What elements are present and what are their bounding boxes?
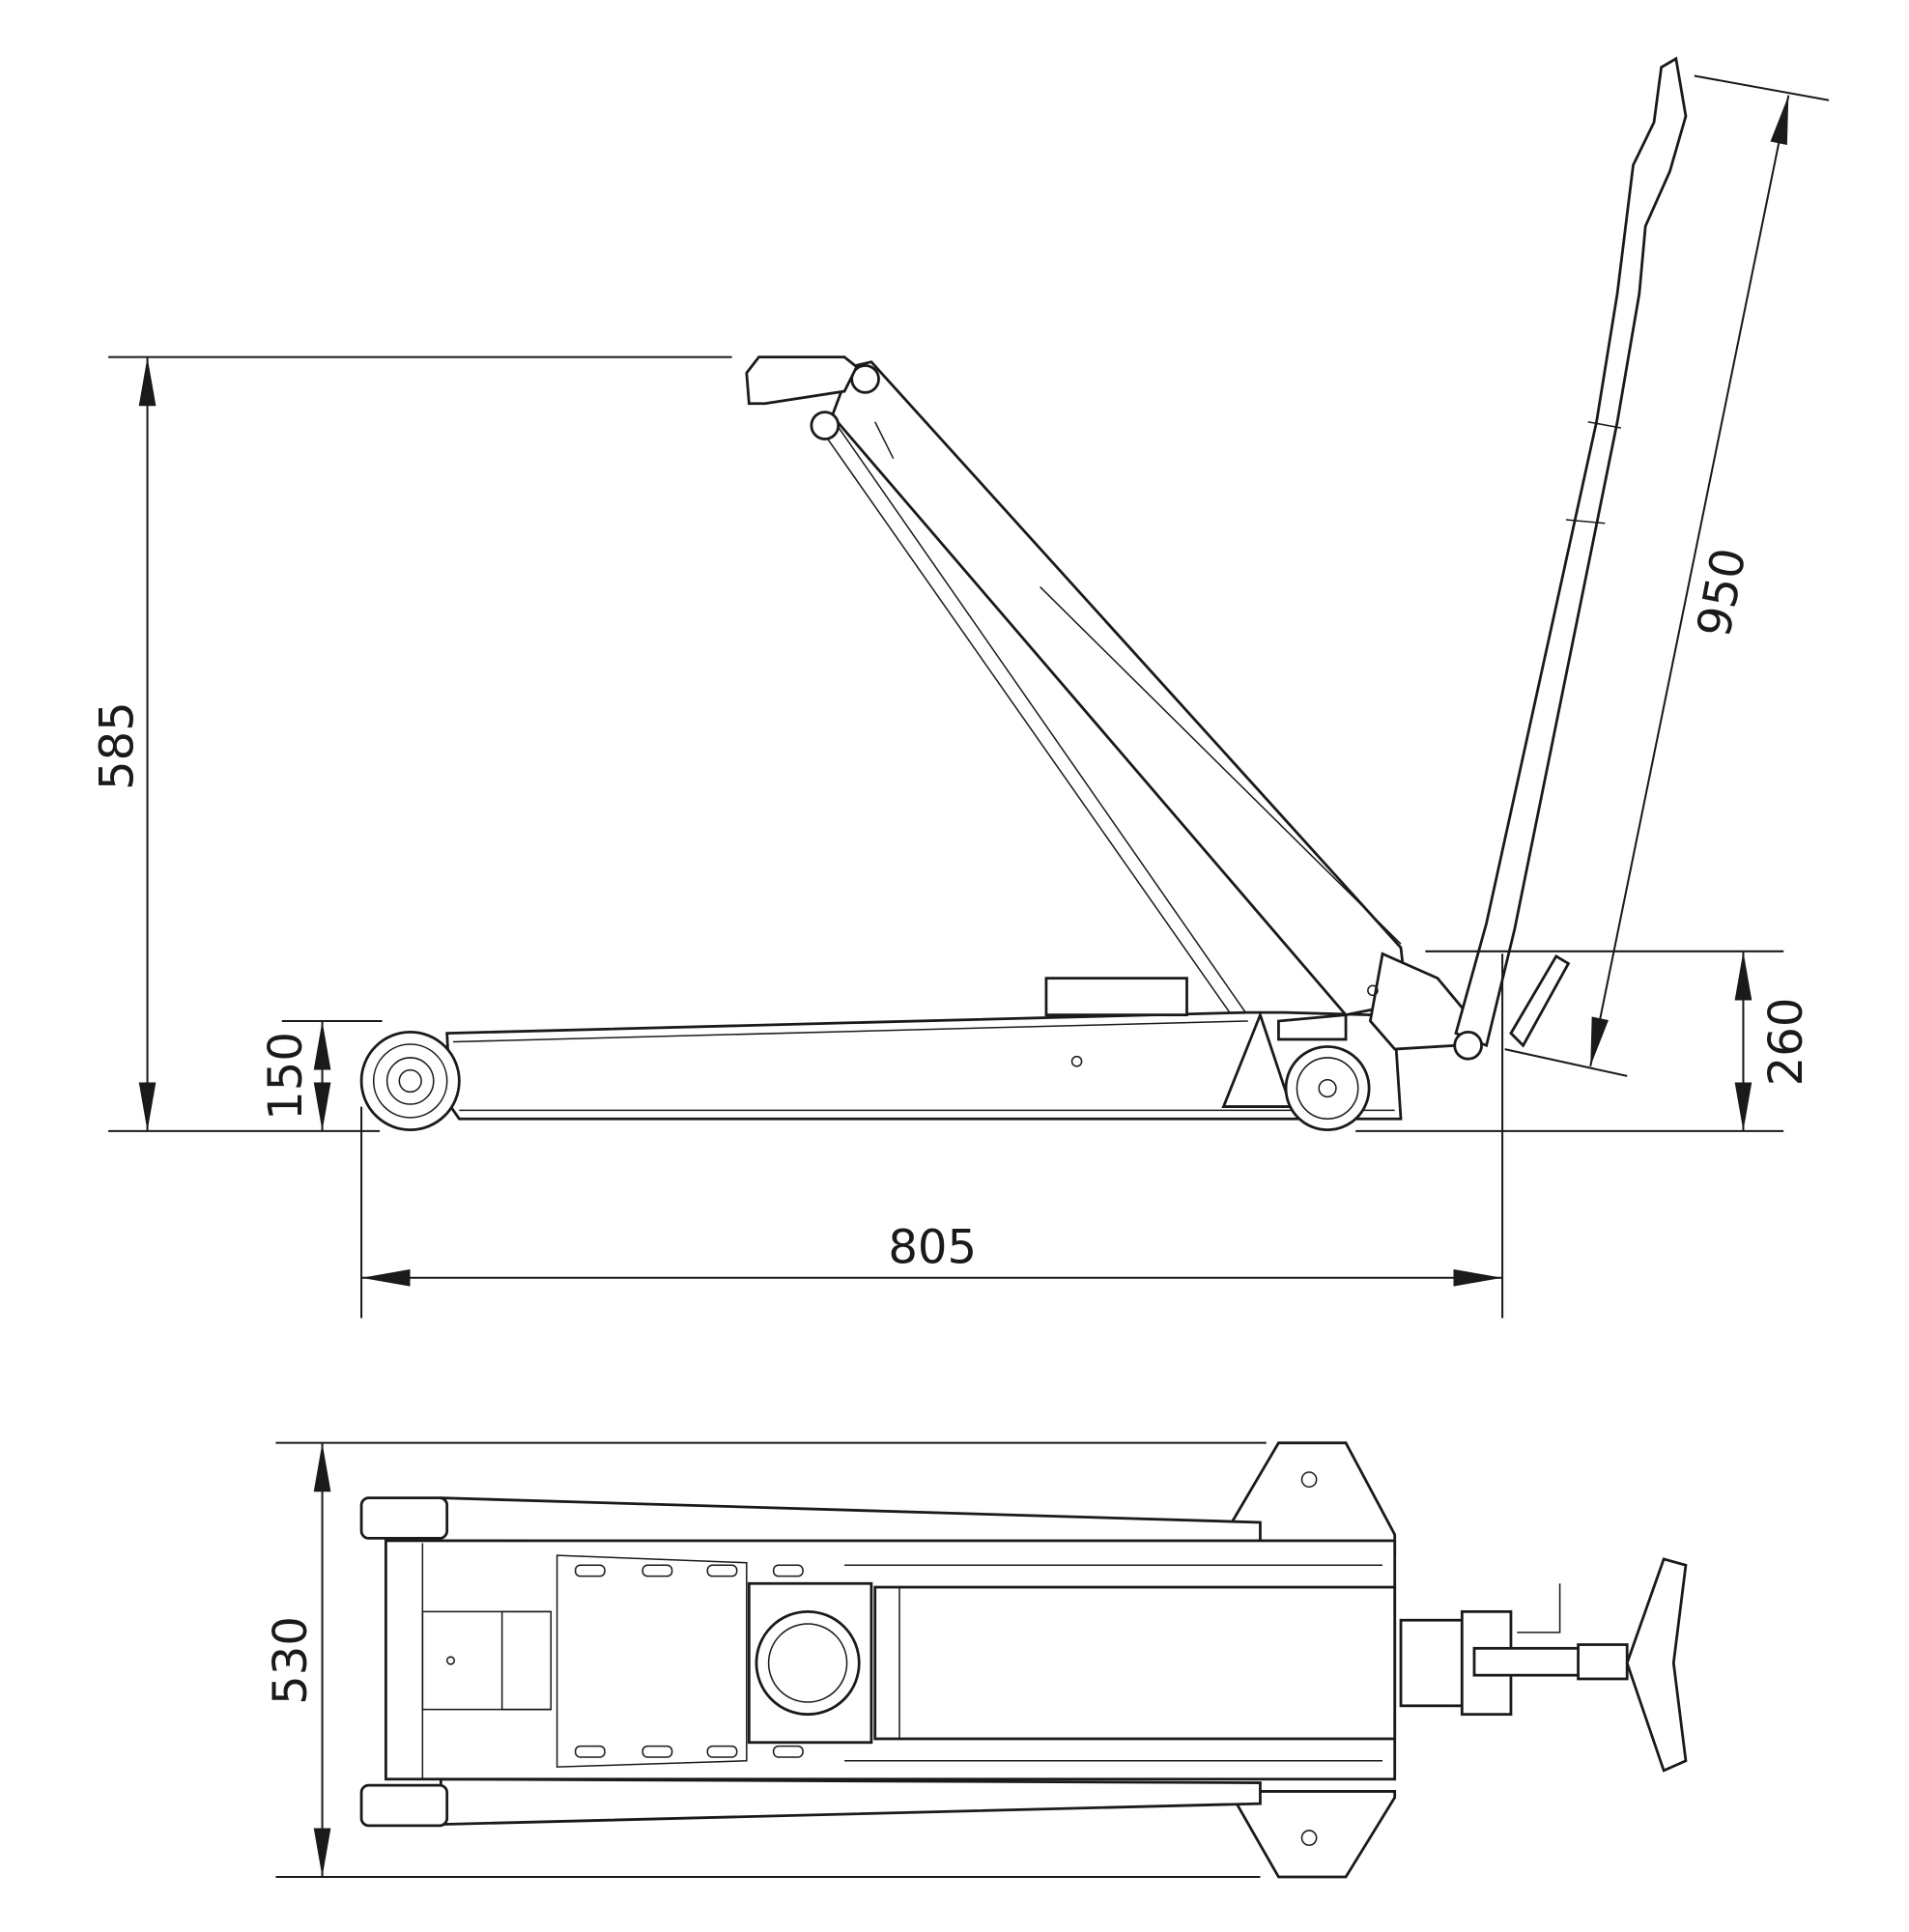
rear-caster: [1284, 1045, 1371, 1132]
front-roller-bottom: [359, 1783, 449, 1828]
lift-arm: [830, 360, 1409, 1017]
dimension-805: 805: [360, 953, 1784, 1319]
handle-grip-top: [1625, 1557, 1688, 1773]
handle: [1454, 56, 1688, 1048]
saddle: [745, 355, 859, 406]
side-view: [359, 56, 1688, 1132]
dimension-label-260: 260: [1759, 998, 1813, 1087]
dimension-585: 585: [90, 355, 732, 1132]
dimension-label-950: 950: [1687, 544, 1756, 641]
saddle-top: [755, 1609, 861, 1717]
dimension-530: 530: [264, 1441, 1267, 1879]
dimension-label-530: 530: [264, 1616, 318, 1705]
front-roller-top: [359, 1496, 449, 1540]
top-view: [359, 1441, 1688, 1879]
dimension-label-150: 150: [259, 1032, 313, 1121]
dimension-label-585: 585: [90, 701, 144, 790]
dimension-label-805: 805: [888, 1221, 977, 1275]
dimension-150: 150: [259, 1019, 383, 1131]
dimension-950: 950: [1504, 74, 1830, 1077]
front-wheel: [359, 1030, 461, 1132]
slots: [574, 1564, 804, 1758]
